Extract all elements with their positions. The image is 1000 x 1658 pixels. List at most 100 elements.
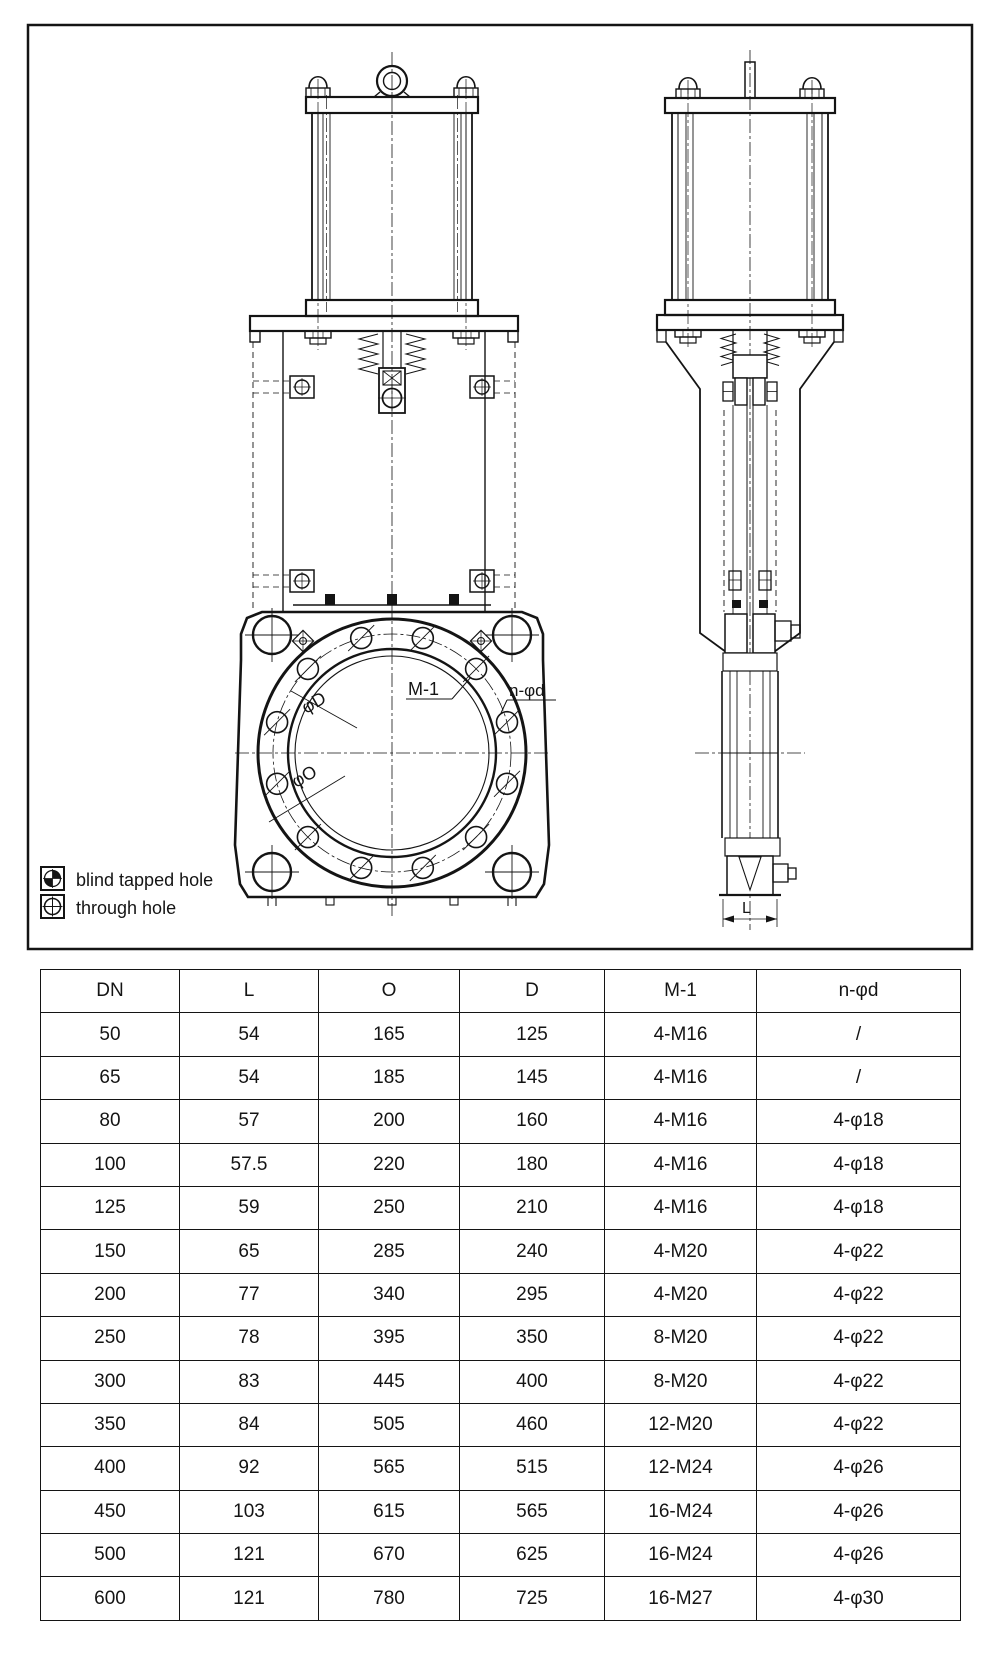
table-cell: 50 [40, 1012, 180, 1057]
table-cell: 12-M24 [604, 1446, 757, 1491]
table-cell: 4-φ26 [756, 1446, 961, 1491]
table-cell: 54 [179, 1055, 319, 1101]
table-cell: 65 [40, 1055, 180, 1101]
table-cell: 445 [318, 1359, 460, 1404]
valve-technical-drawing: M-1 φD φO n-φd [26, 23, 974, 951]
table-cell: 185 [318, 1055, 460, 1101]
table-cell: 54 [179, 1012, 319, 1057]
spring-right [404, 333, 427, 375]
table-cell: 250 [318, 1185, 460, 1231]
through-hole-icon [40, 894, 65, 919]
table-cell: 4-M16 [604, 1185, 757, 1231]
table-cell: 300 [40, 1359, 180, 1404]
table-cell: 100 [40, 1142, 180, 1187]
table-cell: 4-φ26 [756, 1489, 961, 1535]
table-cell: 145 [459, 1055, 605, 1101]
table-cell: 4-φ18 [756, 1142, 961, 1187]
table-cell: 4-φ30 [756, 1576, 961, 1621]
table-cell: 600 [40, 1576, 180, 1621]
table-cell: 12-M20 [604, 1402, 757, 1448]
table-cell: 200 [318, 1099, 460, 1144]
table-cell: 84 [179, 1402, 319, 1448]
column-header: L [179, 968, 319, 1014]
table-cell: 615 [318, 1489, 460, 1535]
table-cell: 200 [40, 1272, 180, 1318]
table-cell: 505 [318, 1402, 460, 1448]
table-cell: 83 [179, 1359, 319, 1404]
column-header: O [318, 968, 460, 1014]
table-cell: / [756, 1012, 961, 1057]
table-cell: 250 [40, 1316, 180, 1361]
table-cell: 180 [459, 1142, 605, 1187]
table-cell: 92 [179, 1446, 319, 1491]
table-cell: 4-φ18 [756, 1099, 961, 1144]
table-cell: 565 [318, 1446, 460, 1491]
table-cell: 78 [179, 1316, 319, 1361]
table-cell: 4-φ26 [756, 1533, 961, 1578]
table-cell: 4-φ22 [756, 1402, 961, 1448]
table-cell: 565 [459, 1489, 605, 1535]
drawing-border [26, 23, 974, 951]
legend-blind-tapped-label: blind tapped hole [76, 870, 213, 890]
table-cell: 4-M20 [604, 1272, 757, 1318]
table-cell: 4-M16 [604, 1099, 757, 1144]
table-cell: 4-M16 [604, 1012, 757, 1057]
table-cell: 515 [459, 1446, 605, 1491]
yoke-side [665, 331, 835, 653]
table-cell: 121 [179, 1576, 319, 1621]
table-cell: 59 [179, 1185, 319, 1231]
label-m1: M-1 [408, 679, 439, 699]
spring-left [357, 333, 380, 375]
table-cell: 165 [318, 1012, 460, 1057]
table-cell: 780 [318, 1576, 460, 1621]
table-cell: 16-M24 [604, 1533, 757, 1578]
table-cell: 16-M24 [604, 1489, 757, 1535]
table-cell: 80 [40, 1099, 180, 1144]
table-cell: 4-φ22 [756, 1229, 961, 1274]
table-cell: 4-M16 [604, 1055, 757, 1101]
table-cell: 400 [459, 1359, 605, 1404]
legend: blind tapped hole through hole [40, 866, 213, 919]
table-cell: 121 [179, 1533, 319, 1578]
table-cell: 395 [318, 1316, 460, 1361]
table-cell: 4-φ22 [756, 1272, 961, 1318]
table-cell: 450 [40, 1489, 180, 1535]
table-cell: / [756, 1055, 961, 1101]
table-cell: 57 [179, 1099, 319, 1144]
table-cell: 65 [179, 1229, 319, 1274]
gland-and-body-side [695, 613, 805, 897]
cylinder-side [655, 76, 845, 348]
label-dim-l: L [742, 900, 751, 917]
table-cell: 725 [459, 1576, 605, 1621]
front-view: M-1 φD φO n-φd [233, 52, 556, 916]
label-n-phi-d: n-φd [509, 681, 545, 700]
table-cell: 103 [179, 1489, 319, 1535]
table-cell: 625 [459, 1533, 605, 1578]
table-cell: 125 [40, 1185, 180, 1231]
table-cell: 4-φ22 [756, 1316, 961, 1361]
table-cell: 210 [459, 1185, 605, 1231]
table-cell: 460 [459, 1402, 605, 1448]
table-cell: 160 [459, 1099, 605, 1144]
table-cell: 77 [179, 1272, 319, 1318]
table-cell: 340 [318, 1272, 460, 1318]
table-cell: 150 [40, 1229, 180, 1274]
front-view-annotations: M-1 φD φO n-φd [268, 676, 556, 823]
yoke-front [248, 314, 520, 613]
table-cell: 4-M20 [604, 1229, 757, 1274]
table-cell: 295 [459, 1272, 605, 1318]
